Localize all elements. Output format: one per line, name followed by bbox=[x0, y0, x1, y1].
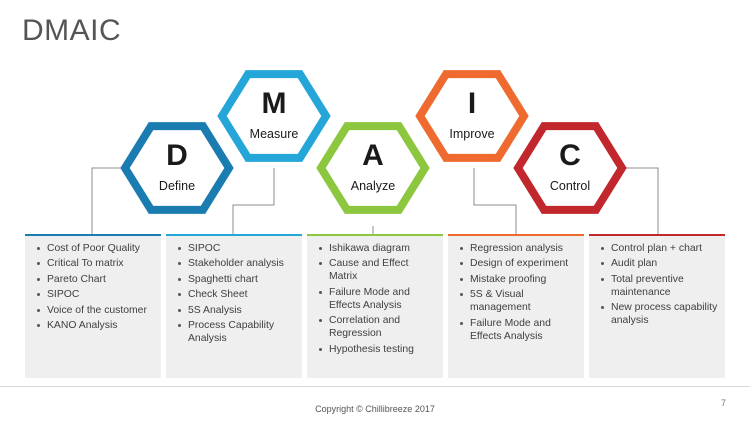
tool-item: Regression analysis bbox=[460, 242, 580, 255]
tool-item: New process capability analysis bbox=[601, 301, 721, 327]
tool-item: Critical To matrix bbox=[37, 257, 157, 270]
tool-item: Hypothesis testing bbox=[319, 343, 439, 356]
connector-control bbox=[622, 167, 659, 236]
tool-item: Stakeholder analysis bbox=[178, 257, 298, 270]
tool-item: KANO Analysis bbox=[37, 319, 157, 332]
hexagon-control: C Control bbox=[513, 122, 627, 214]
hexagon-outline bbox=[316, 122, 430, 214]
hexagon-outline bbox=[217, 70, 331, 162]
tool-item: Spaghetti chart bbox=[178, 273, 298, 286]
hexagon-analyze: A Analyze bbox=[316, 122, 430, 214]
page-number: 7 bbox=[720, 398, 726, 408]
tool-item: Voice of the customer bbox=[37, 304, 157, 317]
page-title: DMAIC bbox=[22, 14, 122, 47]
tool-item: SIPOC bbox=[178, 242, 298, 255]
column-accent-bar-measure bbox=[166, 234, 302, 237]
column-accent-bar-improve bbox=[448, 234, 584, 237]
tool-item: Correlation and Regression bbox=[319, 314, 439, 340]
column-accent-bar-control bbox=[589, 234, 725, 237]
tool-item: Cause and Effect Matrix bbox=[319, 257, 439, 283]
connector-define bbox=[91, 167, 122, 236]
hexagon-measure: M Measure bbox=[217, 70, 331, 162]
tool-item: 5S & Visual management bbox=[460, 288, 580, 314]
tool-item: Control plan + chart bbox=[601, 242, 721, 255]
connector-measure bbox=[232, 168, 275, 236]
tool-item: Mistake proofing bbox=[460, 273, 580, 286]
tool-item: Check Sheet bbox=[178, 288, 298, 301]
phase-letter: I bbox=[468, 87, 476, 120]
phase-name: Improve bbox=[449, 127, 494, 141]
hexagon-outline bbox=[415, 70, 529, 162]
tool-item: Pareto Chart bbox=[37, 273, 157, 286]
tool-item: Design of experiment bbox=[460, 257, 580, 270]
copyright-text: Copyright © Chillibreeze 2017 bbox=[315, 404, 435, 414]
tool-item: Total preventive maintenance bbox=[601, 273, 721, 299]
phase-letter: M bbox=[262, 87, 287, 120]
tool-item: Failure Mode and Effects Analysis bbox=[319, 286, 439, 312]
column-accent-bar-analyze bbox=[307, 234, 443, 237]
footer-divider bbox=[0, 386, 750, 387]
phase-letter: C bbox=[559, 139, 581, 172]
hexagon-outline bbox=[120, 122, 234, 214]
phase-name: Measure bbox=[250, 127, 299, 141]
tool-item: Cost of Poor Quality bbox=[37, 242, 157, 255]
tool-item: Process Capability Analysis bbox=[178, 319, 298, 345]
tool-item: Ishikawa diagram bbox=[319, 242, 439, 255]
phase-letter: A bbox=[362, 139, 384, 172]
hexagon-improve: I Improve bbox=[415, 70, 529, 162]
tool-item: Failure Mode and Effects Analysis bbox=[460, 317, 580, 343]
hexagon-outline bbox=[513, 122, 627, 214]
phase-name: Control bbox=[550, 179, 590, 193]
tool-item: SIPOC bbox=[37, 288, 157, 301]
hexagon-define: D Define bbox=[120, 122, 234, 214]
connector-improve bbox=[473, 168, 517, 236]
tool-item: Audit plan bbox=[601, 257, 721, 270]
phase-letter: D bbox=[166, 139, 188, 172]
column-accent-bar-define bbox=[25, 234, 161, 237]
phase-name: Define bbox=[159, 179, 195, 193]
phase-name: Analyze bbox=[351, 179, 396, 193]
tool-item: 5S Analysis bbox=[178, 304, 298, 317]
